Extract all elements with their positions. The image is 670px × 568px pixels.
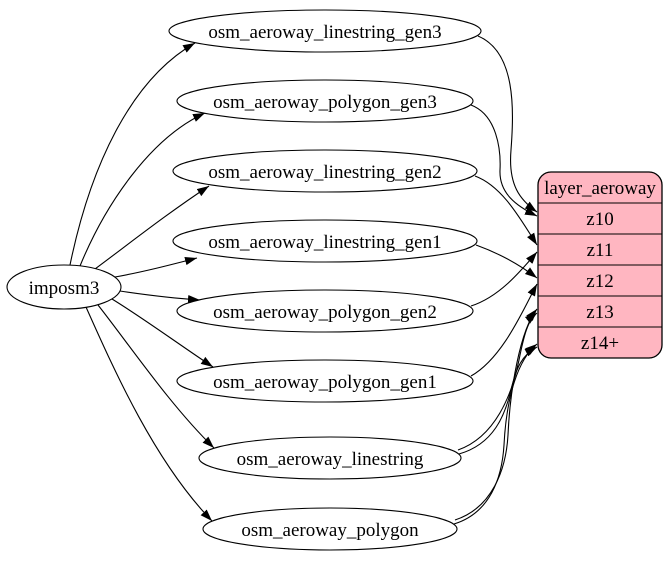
node-osm_aeroway_polygon_gen2: osm_aeroway_polygon_gen2 — [176, 289, 474, 333]
node-layer_aeroway: layer_aeroway z10 z11 z12 z13 z14+ — [537, 171, 663, 359]
table-label: osm_aeroway_polygon_gen2 — [213, 302, 437, 323]
layer-row-z13: z13 — [586, 302, 613, 323]
node-osm_aeroway_polygon_gen1: osm_aeroway_polygon_gen1 — [176, 359, 474, 403]
edge-imposm3-osm_aeroway_linestring_gen1 — [114, 256, 198, 278]
table-ellipse — [172, 219, 478, 263]
edge-osm_aeroway_linestring_gen2-z11 — [474, 175, 538, 246]
edge-osm_aeroway_polygon_gen3-z10 — [470, 104, 538, 217]
edge-imposm3-osm_aeroway_polygon_gen1 — [111, 298, 214, 368]
edge-osm_aeroway_polygon_gen2-z11 — [470, 251, 538, 307]
table-ellipse — [202, 507, 458, 551]
node-osm_aeroway_linestring: osm_aeroway_linestring — [198, 436, 462, 480]
edge-osm_aeroway_polygon-z13 — [454, 308, 538, 521]
node-osm_aeroway_linestring_gen3: osm_aeroway_linestring_gen3 — [168, 9, 482, 53]
edge-imposm3-osm_aeroway_polygon_gen3 — [79, 112, 206, 267]
table-ellipse — [176, 79, 474, 123]
edge-imposm3-osm_aeroway_polygon — [85, 306, 213, 522]
imposm3-label: imposm3 — [29, 278, 100, 299]
table-label: osm_aeroway_polygon_gen3 — [213, 92, 437, 113]
node-osm_aeroway_polygon_gen3: osm_aeroway_polygon_gen3 — [176, 79, 474, 123]
edges-to-layer — [453, 35, 538, 525]
table-ellipse — [198, 436, 462, 480]
table-label: osm_aeroway_linestring_gen3 — [208, 22, 441, 43]
node-osm_aeroway_linestring_gen1: osm_aeroway_linestring_gen1 — [172, 219, 478, 263]
edge-imposm3-osm_aeroway_linestring_gen3 — [69, 42, 196, 266]
layer-row-z10: z10 — [586, 209, 613, 230]
node-osm_aeroway_polygon: osm_aeroway_polygon — [202, 507, 458, 551]
node-osm_aeroway_linestring_gen2: osm_aeroway_linestring_gen2 — [172, 149, 478, 193]
table-label: osm_aeroway_linestring — [237, 449, 424, 470]
edge-imposm3-osm_aeroway_linestring — [97, 304, 215, 449]
layer-row-z14plus: z14+ — [581, 333, 619, 354]
table-ellipse — [168, 9, 482, 53]
edge-osm_aeroway_linestring_gen1-z12 — [475, 244, 538, 279]
edge-imposm3-osm_aeroway_linestring_gen2 — [94, 185, 210, 270]
layer-row-z12: z12 — [586, 271, 613, 292]
layer-row-z11: z11 — [587, 240, 614, 261]
table-label: osm_aeroway_linestring_gen2 — [208, 162, 441, 183]
node-imposm3: imposm3 — [6, 264, 122, 310]
layer-title: layer_aeroway — [544, 178, 656, 199]
edge-osm_aeroway_polygon_gen1-z12 — [470, 283, 538, 377]
table-ellipse — [176, 289, 474, 333]
table-label: osm_aeroway_polygon — [241, 520, 419, 541]
edge-osm_aeroway_polygon-z14 — [453, 343, 538, 525]
table-label: osm_aeroway_polygon_gen1 — [213, 372, 437, 393]
edge-osm_aeroway_linestring-z14 — [458, 346, 538, 455]
imposm3-ellipse — [6, 264, 122, 310]
table-ellipse — [172, 149, 478, 193]
edge-osm_aeroway_linestring_gen3-z10 — [477, 35, 538, 213]
edges-from-source — [69, 42, 215, 522]
edge-imposm3-osm_aeroway_polygon_gen2 — [119, 290, 201, 304]
table-label: osm_aeroway_linestring_gen1 — [208, 232, 441, 253]
table-ellipse — [176, 359, 474, 403]
